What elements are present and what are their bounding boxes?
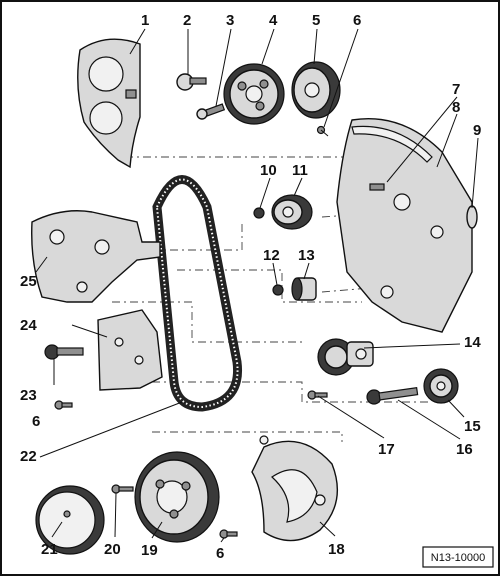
callout-15: 15	[464, 418, 481, 435]
callout-8: 8	[452, 99, 460, 116]
pulley-cover	[35, 485, 105, 555]
bolt-3	[196, 103, 226, 120]
callout-25: 25	[20, 273, 37, 290]
bolt-20	[111, 484, 134, 494]
leader-lines	[35, 28, 479, 543]
callout-6-top: 6	[353, 12, 361, 29]
callout-6-left: 6	[32, 413, 40, 430]
reference-code: N13-10000	[431, 552, 485, 564]
crankshaft-bolt	[366, 387, 419, 405]
vibration-damper	[134, 451, 220, 543]
nut-12	[272, 284, 284, 296]
callout-10: 10	[260, 162, 277, 179]
reference-code-box: N13-10000	[422, 546, 494, 568]
callout-5: 5	[312, 12, 320, 29]
crankshaft-sprocket	[423, 368, 459, 404]
callout-19: 19	[141, 542, 158, 559]
callout-22: 22	[20, 448, 37, 465]
bolt-17	[307, 390, 328, 400]
callout-24: 24	[20, 317, 37, 334]
callout-3: 3	[226, 12, 234, 29]
callout-20: 20	[104, 541, 121, 558]
bolt-2	[176, 73, 207, 91]
callout-7: 7	[452, 81, 460, 98]
callout-23: 23	[20, 387, 37, 404]
camshaft-sprocket	[223, 63, 285, 125]
callout-1: 1	[141, 12, 149, 29]
callout-18: 18	[328, 541, 345, 558]
callout-6-bottom: 6	[216, 545, 224, 562]
middle-cover	[97, 309, 163, 391]
screw-6-left	[54, 400, 73, 410]
screw-6-bottom	[219, 529, 238, 539]
upper-timing-cover	[77, 38, 141, 169]
nut-10	[253, 207, 265, 219]
bolt-23	[44, 344, 84, 360]
water-pump	[317, 338, 374, 376]
tensioner-roller	[271, 194, 313, 230]
timing-belt	[152, 175, 243, 412]
callout-12: 12	[263, 247, 280, 264]
callout-17: 17	[378, 441, 395, 458]
callout-21: 21	[41, 541, 58, 558]
callout-11: 11	[292, 162, 308, 179]
callout-14: 14	[464, 334, 481, 351]
idler-roller	[291, 277, 317, 301]
screw-6-top	[316, 125, 329, 137]
callout-2: 2	[183, 12, 191, 29]
callout-16: 16	[456, 441, 473, 458]
hub-5	[291, 61, 341, 119]
callout-4: 4	[269, 12, 278, 29]
lower-guide-plate	[251, 435, 339, 542]
callout-13: 13	[298, 247, 315, 264]
rear-timing-cover	[336, 117, 478, 333]
callout-9: 9	[473, 122, 481, 139]
engine-bracket	[31, 210, 161, 303]
